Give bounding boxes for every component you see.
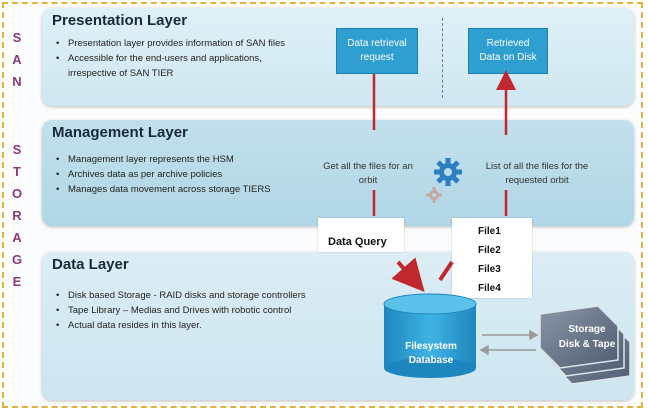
gear-icon bbox=[434, 158, 462, 186]
storage-icon bbox=[539, 305, 631, 385]
data-bullets: Disk based Storage - RAID disks and stor… bbox=[56, 288, 306, 333]
side-letter: A bbox=[12, 230, 22, 245]
data-query-label: Data Query bbox=[328, 236, 387, 248]
side-letter: E bbox=[12, 274, 22, 289]
side-letter: A bbox=[12, 52, 22, 67]
side-letter: R bbox=[12, 208, 22, 223]
side-letter: T bbox=[13, 164, 21, 179]
request-arrow bbox=[372, 74, 425, 292]
management-bullets: Management layer represents the HSM Arch… bbox=[56, 152, 271, 197]
bullet-item: Archives data as per archive policies bbox=[56, 167, 271, 182]
bullet-item: Manages data movement across storage TIE… bbox=[56, 182, 271, 197]
data-query-box bbox=[318, 218, 404, 252]
database-icon bbox=[383, 293, 477, 378]
file-item: File1 bbox=[478, 226, 501, 237]
management-layer-title: Management Layer bbox=[52, 124, 188, 141]
layer-divider bbox=[442, 18, 443, 98]
bullet-item: irrespective of SAN TIER bbox=[68, 68, 174, 79]
side-letter: S bbox=[12, 142, 22, 157]
management-layer-panel: Management Layer Management layer repres… bbox=[42, 120, 634, 226]
presentation-bullets: Presentation layer provides information … bbox=[56, 36, 285, 81]
presentation-layer-title: Presentation Layer bbox=[52, 12, 188, 29]
file-item: File4 bbox=[478, 283, 501, 294]
data-layer-panel: Data Layer Disk based Storage - RAID dis… bbox=[42, 252, 634, 400]
file-item: File3 bbox=[478, 264, 501, 275]
side-letter: S bbox=[12, 30, 22, 45]
bullet-item: Actual data resides in this layer. bbox=[56, 318, 306, 333]
bullet-item: Presentation layer provides information … bbox=[56, 36, 285, 51]
file-item: File2 bbox=[478, 245, 501, 256]
data-layer-title: Data Layer bbox=[52, 256, 129, 273]
bullet-item: Disk based Storage - RAID disks and stor… bbox=[56, 288, 306, 303]
side-label-san-storage: S A N S T O R A G E bbox=[6, 30, 28, 330]
bullet-item: Management layer represents the HSM bbox=[56, 152, 271, 167]
bullet-item: Tape Library – Medias and Drives with ro… bbox=[56, 303, 306, 318]
bullet-item: Accessible for the end-users and applica… bbox=[56, 51, 285, 66]
sync-arrows bbox=[479, 329, 539, 356]
side-letter: G bbox=[11, 252, 23, 267]
retrieved-arrow bbox=[438, 70, 516, 282]
file-list-box bbox=[452, 218, 532, 298]
side-letter: N bbox=[12, 74, 22, 89]
side-letter: O bbox=[11, 186, 23, 201]
gear-icon bbox=[426, 187, 442, 203]
